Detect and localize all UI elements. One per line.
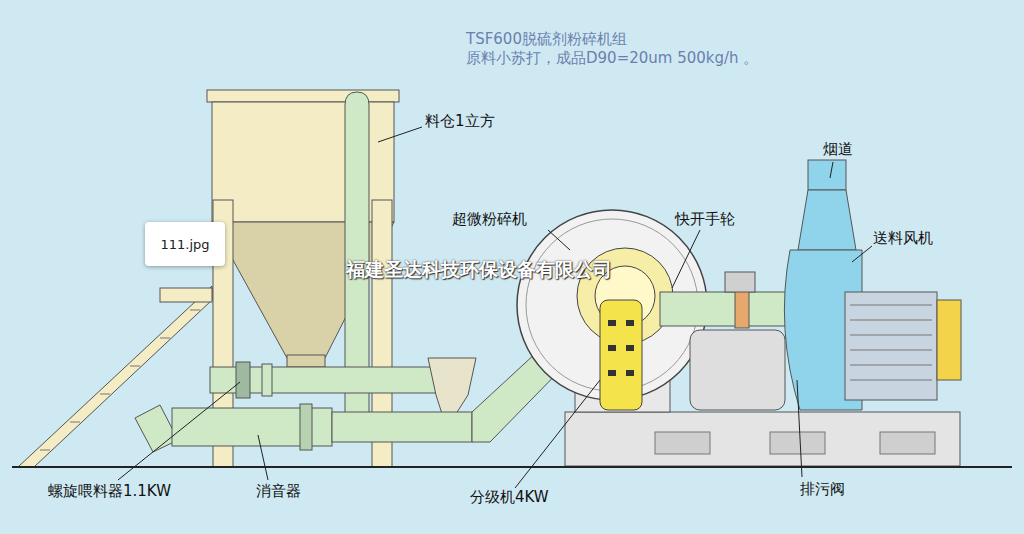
callout-label: 快开手轮: [675, 210, 735, 228]
callout-label: 分级机4KW: [470, 488, 549, 506]
callout-label: 料仓1立方: [425, 112, 495, 130]
callout-label: 排污阀: [800, 480, 845, 498]
diagram-title: TSF600脱硫剂粉碎机组: [466, 30, 627, 48]
callout-label: 消音器: [256, 482, 301, 500]
callout-label: 超微粉碎机: [452, 210, 527, 228]
callout-label: 送料风机: [873, 229, 933, 247]
spec-note: 原料小苏打，成品D90=20um 500kg/h 。: [466, 49, 758, 67]
image-tooltip: 111.jpg: [145, 222, 225, 266]
watermark: 福建圣达科技环保设备有限公司: [346, 258, 612, 281]
callout-label: 烟道: [823, 140, 853, 158]
callout-label: 螺旋喂料器1.1KW: [48, 482, 171, 500]
tooltip-text: 111.jpg: [160, 237, 209, 252]
